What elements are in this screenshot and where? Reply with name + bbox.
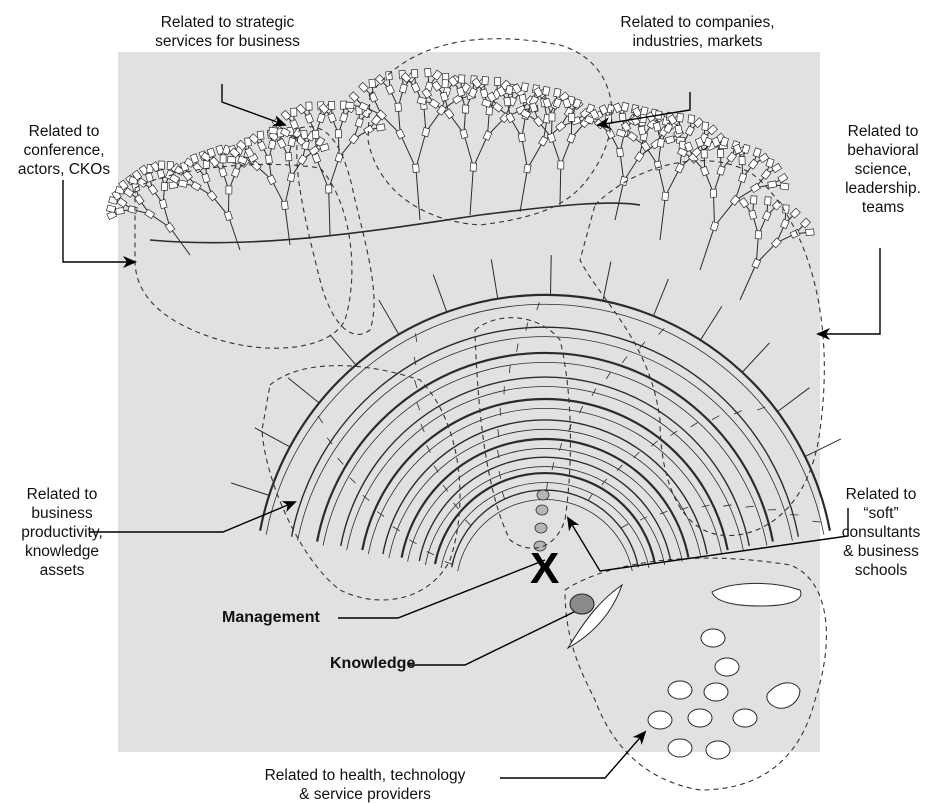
leaf-node <box>228 156 236 162</box>
leaf-node <box>677 113 684 122</box>
leaf-node <box>470 163 477 171</box>
leaf-node <box>291 108 297 116</box>
leaf-node <box>158 161 165 169</box>
leaf-node <box>765 197 772 205</box>
leaf-node <box>543 86 550 95</box>
leaf-node <box>281 201 288 210</box>
label-health: Related to health, technology& service p… <box>240 766 490 804</box>
leaf-node <box>458 75 465 83</box>
leaf-node <box>462 105 469 113</box>
leaf-node <box>654 161 662 170</box>
center-node <box>537 490 549 500</box>
leaf-node <box>257 131 264 140</box>
leaf-node <box>395 103 402 111</box>
leaf-node <box>638 126 646 135</box>
leaf-node <box>657 138 664 147</box>
leaf-node <box>413 164 420 172</box>
leaf-node <box>710 189 716 197</box>
leaf-node <box>701 150 707 158</box>
label-behavioral: Related tobehavioralscience,leadership.t… <box>835 122 931 217</box>
leaf-node <box>653 122 661 131</box>
label-strategic: Related to strategicservices for busines… <box>140 13 315 51</box>
label-soft: Related to“soft”consultants& businesssch… <box>828 485 934 580</box>
label-management: Management <box>222 608 320 627</box>
feeder <box>551 255 552 295</box>
leaf-node <box>518 133 525 142</box>
leaf-node <box>265 155 272 164</box>
leaf-node <box>369 79 376 87</box>
leaf-node <box>482 77 489 85</box>
provider-node <box>706 741 730 759</box>
leaf-node <box>161 182 168 190</box>
leaf-node <box>287 173 295 182</box>
label-productivity: Related tobusinessproductivity,knowledge… <box>8 485 116 580</box>
leaf-node <box>519 94 526 103</box>
leaf-node <box>549 113 555 121</box>
leaf-node <box>268 140 276 149</box>
provider-node <box>715 658 739 676</box>
knowledge-node <box>570 594 594 614</box>
leaf-node <box>376 124 385 131</box>
provider-node <box>688 709 712 727</box>
provider-node <box>704 683 728 701</box>
arrow-behavioral <box>818 248 880 334</box>
leaf-node <box>203 161 209 169</box>
provider-node <box>648 711 672 729</box>
leaf-node <box>442 80 449 88</box>
leaf-node <box>504 97 511 106</box>
provider-node <box>668 681 692 699</box>
leaf-node <box>717 149 723 157</box>
leaf-node <box>806 229 815 236</box>
leaf-node <box>178 180 187 187</box>
leaf-node <box>750 196 757 204</box>
leaf-node <box>220 155 226 163</box>
leaf-node <box>285 152 292 161</box>
leaf-node <box>755 231 762 239</box>
leaf-node <box>288 138 296 147</box>
leaf-node <box>269 127 278 134</box>
label-knowledge: Knowledge <box>330 654 415 673</box>
leaf-node <box>768 181 777 188</box>
leaf-node <box>617 148 624 157</box>
leaf-node <box>306 102 312 110</box>
provider-node <box>733 709 757 727</box>
leaf-node <box>521 83 528 92</box>
leaf-node <box>326 185 332 193</box>
leaf-node <box>106 205 115 213</box>
leaf-node <box>494 77 501 85</box>
leaf-node <box>662 192 669 201</box>
leaf-node <box>335 130 341 138</box>
leaf-node <box>569 113 575 121</box>
label-conference: Related toconference,actors, CKOs <box>14 122 114 179</box>
label-companies: Related to companies,industries, markets <box>610 13 785 51</box>
leaf-node <box>346 102 354 109</box>
leaf-node <box>554 88 561 97</box>
leaf-node <box>226 186 232 194</box>
leaf-node <box>524 164 531 173</box>
leaf-node <box>329 101 335 109</box>
leaf-node <box>425 68 432 76</box>
leaf-node <box>558 161 564 169</box>
provider-node <box>701 629 725 647</box>
leaf-node <box>411 69 418 77</box>
leaf-node <box>702 122 709 131</box>
x-mark: X <box>530 547 559 591</box>
provider-cluster <box>712 583 801 606</box>
leaf-node <box>116 208 125 215</box>
leaf-node <box>739 156 745 164</box>
provider-node <box>668 739 692 757</box>
leaf-node <box>780 183 789 190</box>
leaf-node <box>688 115 695 124</box>
leaf-node <box>675 125 683 134</box>
center-node <box>535 523 547 533</box>
leaf-node <box>313 130 319 138</box>
leaf-node <box>621 102 629 111</box>
center-node <box>536 505 548 515</box>
